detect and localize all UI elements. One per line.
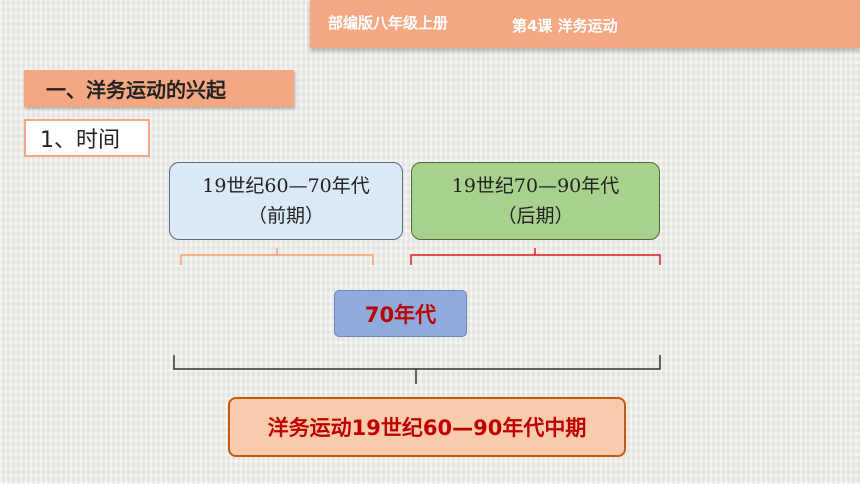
late-period-range: 19世纪70—90年代 xyxy=(451,175,620,197)
section-heading: 一、洋务运动的兴起 xyxy=(24,70,294,107)
banner-lesson-title: 第4课 洋务运动 xyxy=(512,17,618,35)
late-period-label: （后期） xyxy=(497,205,574,227)
banner-book-title: 部编版八年级上册 xyxy=(328,14,449,32)
late-period-box: 19世纪70—90年代 （后期） xyxy=(411,162,660,240)
sub-heading-time: 1、时间 xyxy=(24,119,150,157)
early-period-box: 19世纪60—70年代 （前期） xyxy=(169,162,403,240)
summary-box: 洋务运动19世纪60—90年代中期 xyxy=(228,397,626,457)
late-period-bracket xyxy=(410,248,661,265)
early-period-bracket xyxy=(180,248,374,265)
overlap-seventies-box: 70年代 xyxy=(334,290,467,337)
early-period-label: （前期） xyxy=(247,205,324,227)
early-period-range: 19世纪60—70年代 xyxy=(202,175,370,197)
top-banner: 部编版八年级上册 第4课 洋务运动 xyxy=(310,0,860,48)
overall-bracket xyxy=(173,355,661,384)
